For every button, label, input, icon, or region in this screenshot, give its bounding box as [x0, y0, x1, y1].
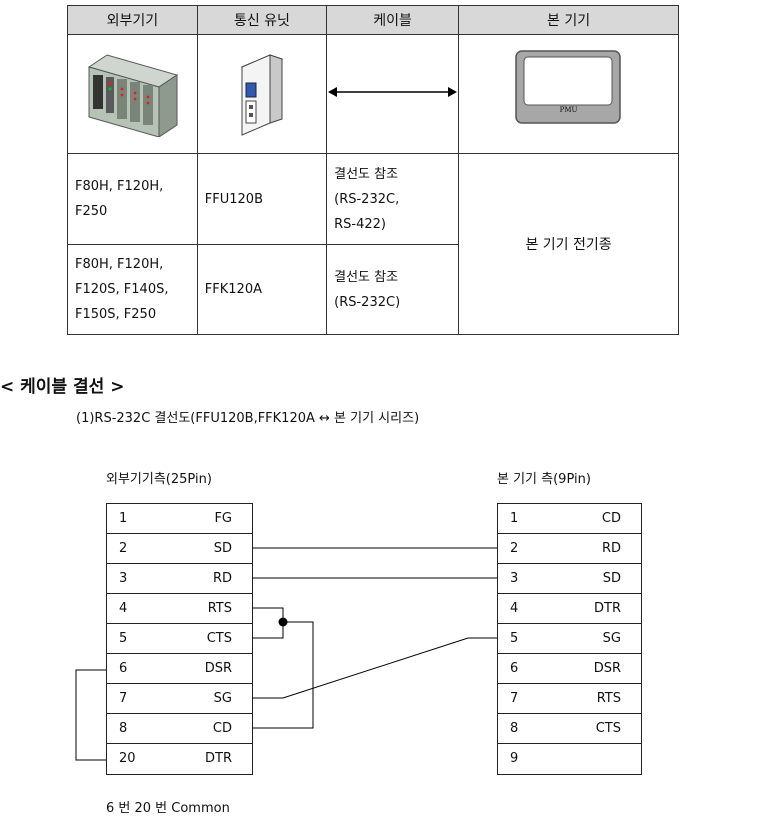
- pin-signal: RD: [212, 571, 232, 586]
- pin-signal: DSR: [593, 661, 621, 676]
- pin-number: 5: [510, 631, 519, 646]
- pin-row: 20 DTR: [107, 744, 252, 774]
- unit-cell: FFU120B: [196, 153, 328, 245]
- pin-number: 1: [510, 511, 519, 526]
- right-connector: 1 CD 2 RD 3 SD 4 DTR 5 SG 6 DSR 7 RTS 8 CTS 9: [497, 503, 642, 775]
- footnote: 6 번 20 번 Common: [106, 801, 230, 816]
- pin-row: 6 DSR: [498, 654, 641, 684]
- pin-signal: RD: [601, 541, 621, 556]
- pin-signal: CD: [212, 721, 232, 736]
- pin-signal: CTS: [206, 631, 232, 646]
- junction-dot: [278, 617, 288, 627]
- section-heading: < 케이블 결선 >: [0, 377, 125, 397]
- header-comm-unit: 통신 유닛: [196, 5, 328, 35]
- pin-row: 1 CD: [498, 504, 641, 534]
- pin-row: 1 FG: [107, 504, 252, 534]
- pin-signal: RTS: [207, 601, 232, 616]
- pin-number: 1: [119, 511, 128, 526]
- pmu-label: PMU: [559, 106, 578, 114]
- cable-arrow-cell: [326, 34, 460, 154]
- pin-row: 4 RTS: [107, 594, 252, 624]
- pin-number: 5: [119, 631, 128, 646]
- pin-number: 3: [119, 571, 128, 586]
- wire-dsr-dtr-common: [75, 669, 106, 761]
- pin-row: 5 CTS: [107, 624, 252, 654]
- pin-row: 3 SD: [498, 564, 641, 594]
- pin-signal: CTS: [595, 721, 621, 736]
- pin-row: 8 CD: [107, 714, 252, 744]
- pin-signal: DTR: [594, 601, 621, 616]
- pin-signal: SG: [602, 631, 621, 646]
- header-external-device: 외부기기: [67, 5, 198, 35]
- plc-illustration: [67, 34, 198, 154]
- comm-unit-icon: [240, 54, 284, 136]
- pin-row: 3 RD: [107, 564, 252, 594]
- unit-cell: FFK120A: [196, 244, 328, 335]
- pin-number: 6: [510, 661, 519, 676]
- pin-number: 20: [119, 751, 136, 766]
- wire-sg-sg: [252, 637, 497, 699]
- table-image-row: PMU: [67, 34, 679, 154]
- pin-number: 6: [119, 661, 128, 676]
- pin-number: 8: [510, 721, 519, 736]
- device-cell: F80H, F120H, F120S, F140S, F150S, F250: [67, 244, 198, 335]
- pin-row: 5 SG: [498, 624, 641, 654]
- pin-signal: RTS: [596, 691, 621, 706]
- pin-number: 4: [510, 601, 519, 616]
- pin-row: 4 DTR: [498, 594, 641, 624]
- pmu-panel-icon: [514, 50, 621, 124]
- pin-number: 2: [510, 541, 519, 556]
- cable-cell: 결선도 참조 (RS-232C): [326, 244, 460, 335]
- table-header-row: 외부기기 통신 유닛 케이블 본 기기: [67, 5, 679, 35]
- plc-rack-icon: [88, 54, 179, 138]
- table-row: F80H, F120H, F120S, F140S, F150S, F250 F…: [67, 244, 679, 335]
- pin-row: 2 RD: [498, 534, 641, 564]
- pin-signal: DTR: [205, 751, 232, 766]
- pmu-illustration: PMU: [458, 34, 679, 154]
- diagram-title: (1)RS-232C 결선도(FFU120B,FFK120A ↔ 본 기기 시리…: [76, 411, 420, 426]
- pin-signal: DSR: [204, 661, 232, 676]
- pin-signal: CD: [601, 511, 621, 526]
- double-arrow-icon: [328, 87, 458, 97]
- pin-number: 3: [510, 571, 519, 586]
- table-row: F80H, F120H, F250 FFU120B 결선도 참조 (RS-232…: [67, 153, 679, 335]
- right-side-title: 본 기기 측(9Pin): [497, 472, 591, 487]
- pin-row: 2 SD: [107, 534, 252, 564]
- pin-number: 2: [119, 541, 128, 556]
- left-connector: 1 FG 2 SD 3 RD 4 RTS 5 CTS 6 DSR 7 SG 8 CD 20 DTR: [106, 503, 253, 775]
- pin-row: 9: [498, 744, 641, 774]
- pin-row: 7 SG: [107, 684, 252, 714]
- cable-cell: 결선도 참조 (RS-232C, RS-422): [326, 153, 460, 245]
- wire-rts-cts-loop: [252, 607, 284, 639]
- pin-row: 7 RTS: [498, 684, 641, 714]
- compatibility-table: 외부기기 통신 유닛 케이블 본 기기: [67, 5, 679, 335]
- header-main-device: 본 기기: [458, 5, 679, 35]
- left-side-title: 외부기기측(25Pin): [106, 472, 212, 487]
- pin-number: 7: [510, 691, 519, 706]
- pin-row: 6 DSR: [107, 654, 252, 684]
- pin-signal: FG: [214, 511, 232, 526]
- pin-number: 4: [119, 601, 128, 616]
- main-device-cell: 본 기기 전기종: [458, 153, 679, 335]
- wire-rts-cd: [252, 621, 314, 729]
- comm-unit-illustration: [196, 34, 328, 154]
- pin-signal: SG: [213, 691, 232, 706]
- pin-signal: SD: [213, 541, 232, 556]
- pin-number: 8: [119, 721, 128, 736]
- pin-number: 9: [510, 751, 519, 766]
- device-cell: F80H, F120H, F250: [67, 153, 198, 245]
- pin-number: 7: [119, 691, 128, 706]
- pin-row: 8 CTS: [498, 714, 641, 744]
- pin-signal: SD: [602, 571, 621, 586]
